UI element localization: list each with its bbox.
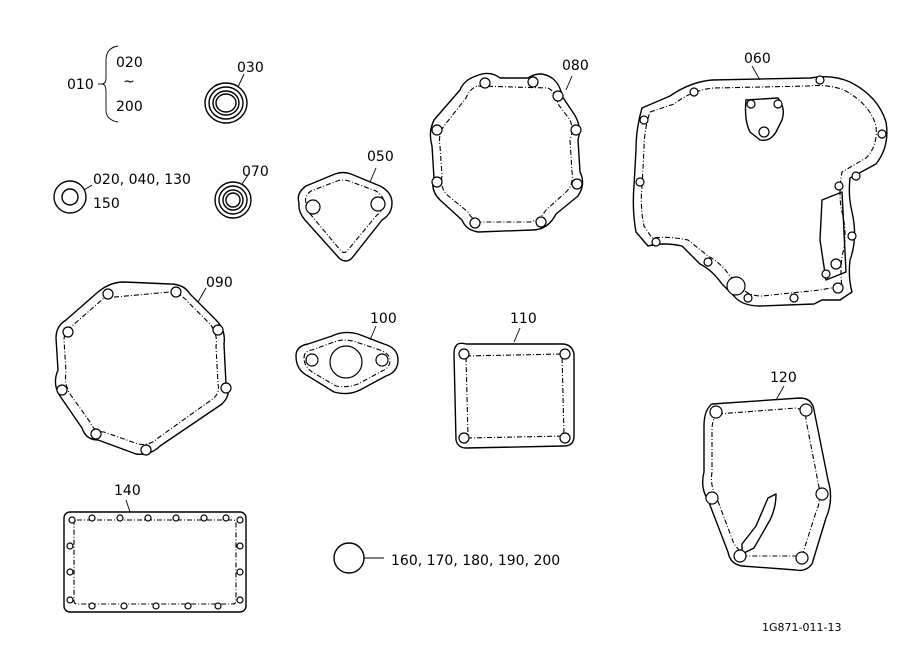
- leader-120: [775, 385, 785, 401]
- part-140-gasket: 140: [63, 483, 247, 613]
- leader-140: [125, 499, 131, 513]
- label-080: 080: [562, 58, 589, 74]
- label-020-list: 020, 040, 130: [93, 172, 191, 188]
- part-070-seal: 070: [214, 164, 269, 219]
- leader-030: [237, 73, 245, 88]
- label-100: 100: [370, 311, 397, 327]
- leader-090: [197, 287, 207, 303]
- part-090-gasket: 090: [54, 275, 233, 456]
- label-010-bottom: 200: [116, 99, 143, 115]
- label-140: 140: [114, 483, 141, 499]
- part-100-gasket: 100: [295, 311, 399, 395]
- label-050: 050: [367, 149, 394, 165]
- label-030: 030: [237, 60, 264, 76]
- leader-050: [369, 167, 377, 183]
- leader-020: [83, 184, 93, 191]
- part-060-gasket: 060: [632, 51, 888, 307]
- leader-100: [369, 325, 377, 341]
- part-030-oil-seal: 030: [204, 60, 264, 124]
- part-120-gasket: 120: [701, 370, 832, 572]
- bracket-010: [101, 45, 119, 123]
- label-010-tilde: ~: [123, 74, 135, 90]
- part-160-o-ring: 160, 170, 180, 190, 200: [333, 542, 560, 574]
- part-020-washer: 020, 040, 130 150: [53, 172, 191, 214]
- label-090: 090: [206, 275, 233, 291]
- label-010-top: 020: [116, 55, 143, 71]
- part-050-gasket: 050: [297, 149, 394, 262]
- leader-110: [513, 327, 521, 343]
- part-080-gasket: 080: [429, 58, 589, 233]
- reference-code: 1G871-011-13: [762, 621, 841, 634]
- label-150: 150: [93, 196, 120, 212]
- label-110: 110: [510, 311, 537, 327]
- label-120: 120: [770, 370, 797, 386]
- label-160-list: 160, 170, 180, 190, 200: [391, 553, 560, 569]
- label-070: 070: [242, 164, 269, 180]
- leader-060: [751, 65, 761, 81]
- label-010: 010: [67, 77, 94, 93]
- label-060: 060: [744, 51, 771, 67]
- leader-070: [241, 174, 249, 185]
- leader-080: [565, 75, 573, 91]
- part-110-gasket: 110: [453, 311, 575, 449]
- part-010-group: 010 020 ~ 200: [67, 45, 143, 123]
